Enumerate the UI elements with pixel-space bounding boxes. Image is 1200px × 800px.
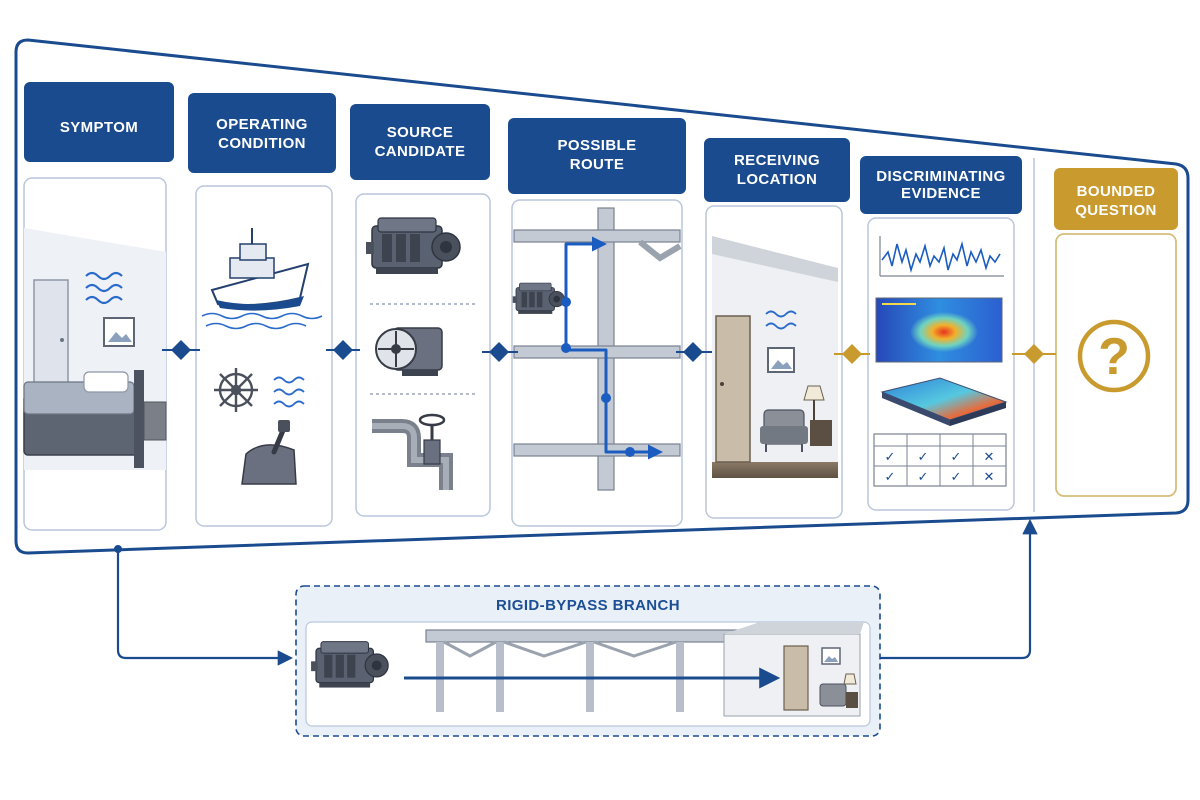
cross-mark: ✕: [984, 450, 995, 465]
stage-symptom: SYMPTOM: [23, 82, 174, 531]
possible-route-header: [508, 118, 686, 194]
connector-5: [834, 344, 870, 364]
bounded-question-panel: [1055, 233, 1177, 497]
bed-icon: [23, 370, 167, 468]
question-mark-icon: ?: [1077, 319, 1151, 393]
svg-text:?: ?: [1098, 328, 1130, 386]
symptom-header: [24, 82, 174, 162]
picture-frame-icon: [767, 347, 795, 373]
door-icon: [715, 315, 751, 463]
heatmap-icon: [875, 297, 1003, 363]
possible-route-panel: [511, 199, 683, 527]
vibration-waves-icon: [273, 376, 305, 408]
vibration-waves-icon: [85, 271, 123, 305]
check-mark: ✓: [951, 450, 962, 465]
check-mark: ✓: [885, 470, 896, 485]
connector-6: [1012, 344, 1056, 364]
rigid-bypass-branch: RIGID-BYPASS BRANCH: [295, 585, 881, 737]
check-mark: ✓: [918, 450, 929, 465]
ship-icon: [201, 228, 323, 330]
checklist-icon: ✓ ✓ ✓ ✕ ✓ ✓ ✓ ✕: [873, 433, 1007, 487]
bypass-branch-title: RIGID-BYPASS BRANCH: [496, 597, 680, 614]
stage-connectors: [162, 340, 1056, 364]
connector-1: [162, 340, 200, 360]
surface-plot-icon: [880, 377, 1008, 426]
symptom-title: SYMPTOM: [60, 119, 138, 136]
receiving-location-header: [704, 138, 850, 202]
source-candidate-header: [350, 104, 490, 180]
fan-icon: [375, 327, 443, 376]
discriminating-evidence-header: [860, 156, 1022, 214]
check-mark: ✓: [918, 470, 929, 485]
main-frame: [14, 38, 1190, 555]
chair-icon: [819, 683, 847, 707]
picture-frame-icon: [821, 647, 841, 665]
ship-wheel-icon: [214, 368, 258, 412]
lamp-icon: [803, 385, 832, 446]
route-arrows-icon: [561, 236, 663, 460]
cross-mark: ✕: [984, 470, 995, 485]
chair-icon: [760, 409, 808, 452]
door-icon: [783, 645, 809, 711]
check-mark: ✓: [951, 470, 962, 485]
bounded-question-header: [1054, 168, 1178, 230]
waveform-icon: [879, 236, 1004, 277]
pipe-valve-icon: [372, 413, 453, 490]
throttle-lever-icon: [241, 420, 297, 485]
vibration-waves-icon: [765, 310, 797, 330]
lamp-icon: [843, 673, 858, 708]
check-mark: ✓: [885, 450, 896, 465]
connector-3: [482, 342, 518, 362]
door-icon: [33, 279, 69, 391]
picture-frame-icon: [103, 317, 135, 347]
operating-condition-header: [188, 93, 336, 173]
connector-4: [676, 342, 712, 362]
connector-2: [326, 340, 360, 360]
room-icon: [723, 622, 864, 717]
bypass-flow-arrows: [114, 518, 1038, 666]
room-icon: [712, 236, 838, 478]
